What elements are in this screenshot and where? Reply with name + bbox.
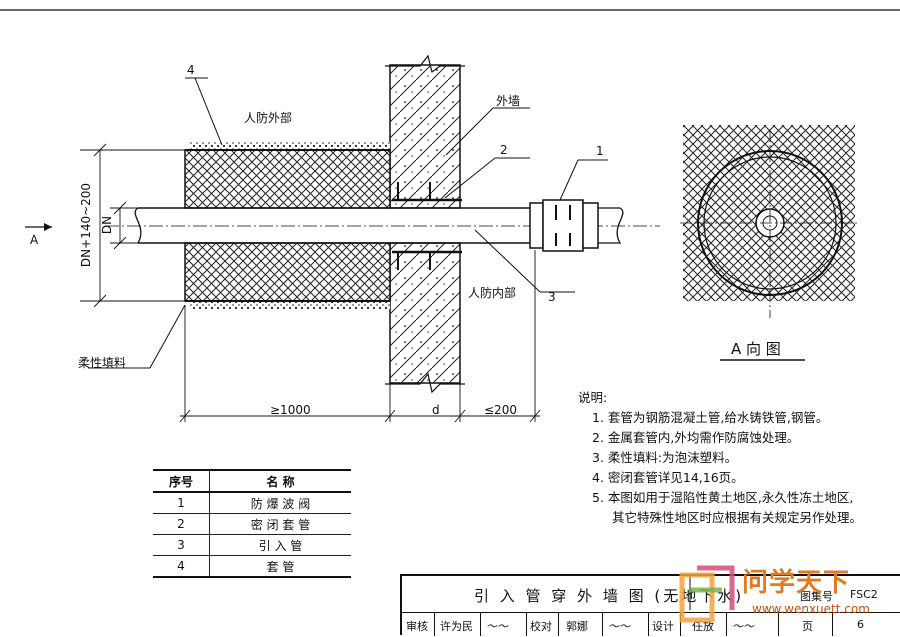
flexible-filler-label: 柔性填料 <box>78 356 127 370</box>
vertical-dimensions <box>80 143 185 308</box>
parts-table: 序号 名 称 1 防 爆 波 阀 2 密 闭 套 管 3 引 入 管 4 套 管 <box>153 469 351 578</box>
table-row: 2 密 闭 套 管 <box>153 513 351 535</box>
watermark-name: 问学天下 <box>742 568 851 598</box>
item-2-label: 2 <box>500 143 508 157</box>
page-number: 6 <box>857 618 864 631</box>
row-name: 套 管 <box>266 559 295 574</box>
checker-name: 郭娜 <box>566 620 588 633</box>
view-a-caption: A 向 图 <box>731 340 781 358</box>
table-row: 1 防 爆 波 阀 <box>153 492 351 514</box>
drawing-title: 引 入 管 穿 外 墙 图 (无地下水) <box>474 587 745 605</box>
reviewer-signature: 〜〜 <box>486 620 508 633</box>
watermark-url: www.wenxuett.com <box>752 602 870 616</box>
sleeve-dimension-label: DN+140~200 <box>79 182 94 268</box>
page-label: 页 <box>802 620 813 633</box>
watermark-emblem-icon <box>679 565 735 623</box>
row-name: 密 闭 套 管 <box>250 517 311 532</box>
outside-zone-label: 人防外部 <box>244 111 293 125</box>
table-row: 4 套 管 <box>153 555 351 577</box>
header-no: 序号 <box>153 470 210 492</box>
reviewer-name: 许为民 <box>440 620 473 633</box>
note-item: 3. 柔性填料:为泡沫塑料。 <box>592 450 738 465</box>
design-label: 设计 <box>652 620 674 633</box>
check-label: 校对 <box>530 620 552 633</box>
note-item: 1. 套管为钢筋混凝土管,给水铸铁管,钢管。 <box>592 410 829 425</box>
row-name: 防 爆 波 阀 <box>250 496 311 511</box>
table-row: 3 引 入 管 <box>153 534 351 556</box>
view-a-detail <box>680 125 860 361</box>
row-name: 引 入 管 <box>258 538 303 553</box>
row-no: 2 <box>153 513 210 535</box>
inside-zone-label: 人防内部 <box>468 286 517 300</box>
parts-table-header: 序号 名 称 <box>153 470 351 492</box>
row-no: 3 <box>153 534 210 556</box>
note-item: 5. 本图如用于湿陷性黄土地区,永久性冻土地区, <box>592 490 854 505</box>
designer-name: 任放 <box>692 620 714 633</box>
view-a-arrow <box>25 223 52 231</box>
note-item: 4. 密闭套管详见14,16页。 <box>592 470 744 485</box>
row-no: 4 <box>153 555 210 577</box>
horizontal-dimensions <box>179 250 541 423</box>
notes-block: 说明: 1. 套管为钢筋混凝土管,给水铸铁管,钢管。 2. 金属套管内,外均需作… <box>578 388 878 528</box>
signature-row: 审核 许为民 〜〜 校对 郭娜 〜〜 设计 任放 〜〜 页 6 <box>402 612 900 636</box>
blast-valve <box>529 199 599 252</box>
notes-title: 说明: <box>578 390 608 405</box>
dn-dimension-label: DN <box>100 215 115 235</box>
drawing-no: FSC2 <box>850 588 878 601</box>
view-a-arrow-label: A <box>30 233 39 247</box>
item-4-label: 4 <box>187 63 195 77</box>
row-no: 1 <box>153 492 210 514</box>
outer-wall-label: 外墙 <box>496 94 521 108</box>
outside-length-label: ≥1000 <box>270 403 311 417</box>
title-block: 引 入 管 穿 外 墙 图 (无地下水) 图集号 FSC2 审核 许为民 〜〜 … <box>400 574 900 636</box>
note-item: 2. 金属套管内,外均需作防腐蚀处理。 <box>592 430 800 445</box>
flexible-filler-block <box>184 142 391 309</box>
header-name: 名 称 <box>266 474 295 489</box>
sealing-sleeve <box>392 182 462 270</box>
watermark-logo: 问学天下 www.wenxuett.com <box>672 560 900 633</box>
drawing-no-label: 图集号 <box>800 590 833 603</box>
item-3-label: 3 <box>548 290 556 304</box>
note-item: 其它特殊性地区时应根据有关规定另作处理。 <box>612 510 863 525</box>
designer-signature: 〜〜 <box>732 620 754 633</box>
wall-thickness-label: d <box>432 403 440 417</box>
checker-signature: 〜〜 <box>608 620 630 633</box>
inside-length-label: ≤200 <box>484 403 517 417</box>
outer-wall <box>385 54 465 394</box>
review-label: 审核 <box>406 620 428 633</box>
item-1-label: 1 <box>596 144 604 158</box>
leader-lines <box>88 77 608 369</box>
